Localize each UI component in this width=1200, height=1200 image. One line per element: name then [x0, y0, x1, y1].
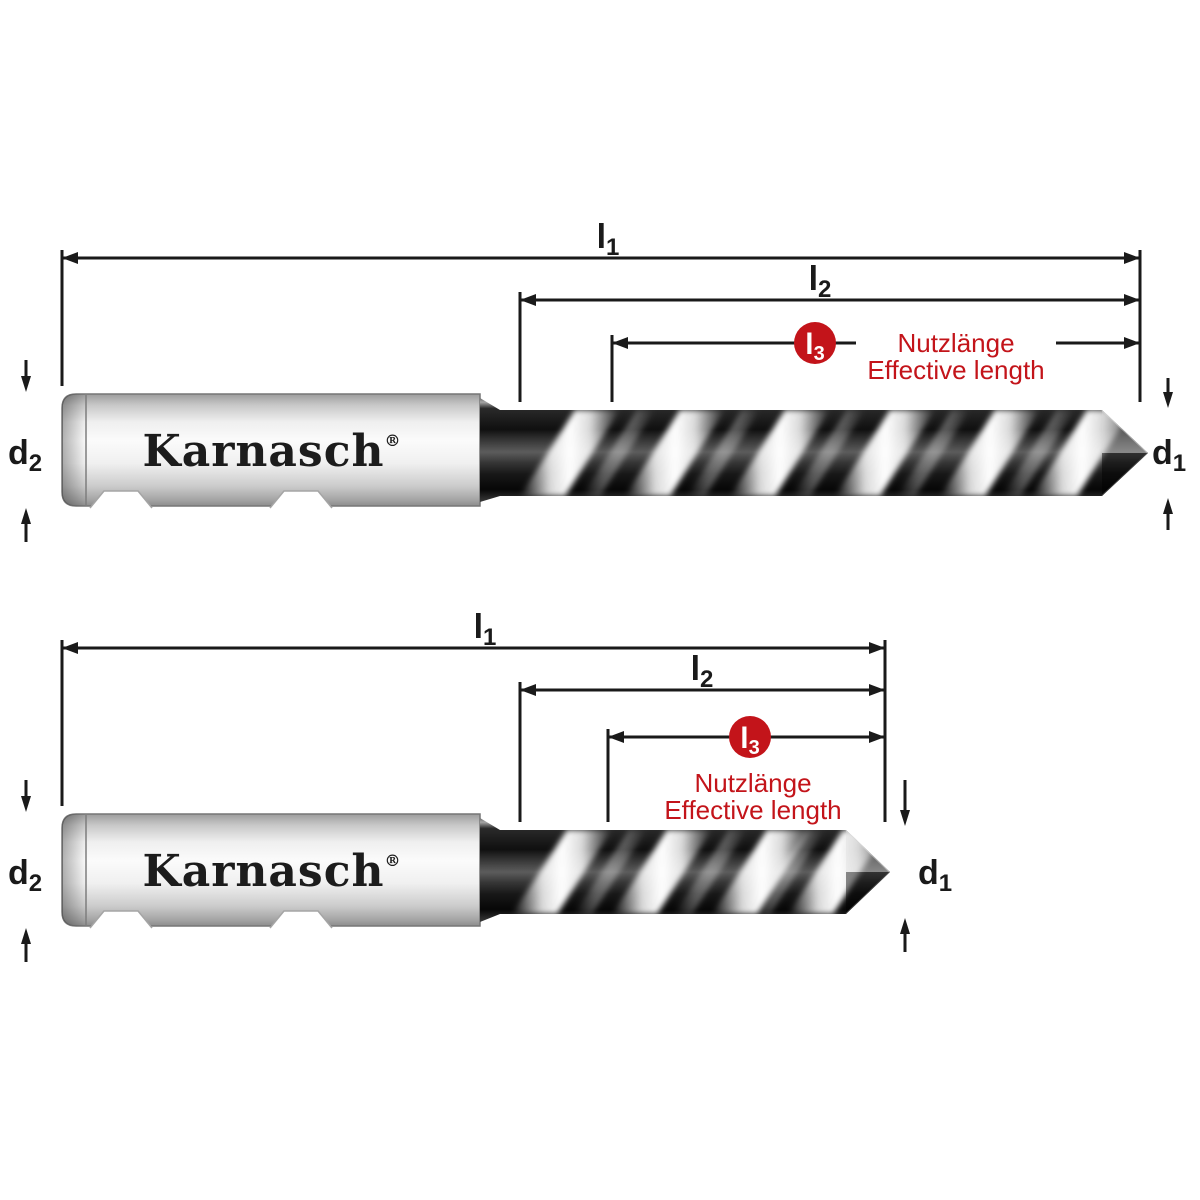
- d2-label-base: d: [8, 434, 29, 472]
- d2-arrow-up-icon: [21, 508, 31, 524]
- l1-label-sub: 1: [483, 624, 496, 651]
- l3-label-sub: 3: [749, 737, 760, 759]
- l3-note-mask: [856, 326, 1056, 386]
- l1-arrow-right-icon: [869, 642, 885, 654]
- l1-arrow-left-icon: [62, 642, 78, 654]
- d2-label: d2: [8, 434, 42, 477]
- d1-label-sub: 1: [939, 870, 952, 897]
- l1-arrow-right-icon: [1124, 252, 1140, 264]
- l3-arrow-left-icon: [608, 731, 624, 743]
- effective-length-note-en: Effective length: [867, 355, 1044, 385]
- dimension-l3-long: l3 Nutzlänge Effective length: [610, 322, 1140, 402]
- d1-label-sub: 1: [1173, 450, 1186, 477]
- shank-chamfer-shading: [62, 394, 86, 506]
- l1-label-sub: 1: [606, 234, 619, 261]
- l2-label: l2: [809, 260, 832, 303]
- brand-logo: Karnasch®: [143, 426, 402, 477]
- l1-arrow-left-icon: [62, 252, 78, 264]
- d2-label-sub: 2: [29, 870, 42, 897]
- dimension-d2-short: d2: [8, 780, 42, 962]
- l3-arrow-left-icon: [612, 337, 628, 349]
- l2-arrow-right-icon: [1124, 294, 1140, 306]
- dimension-d2-long: d2: [8, 360, 42, 542]
- l1-label: l1: [474, 608, 497, 651]
- l3-label-sub: 3: [814, 343, 825, 365]
- l3-badge-label: l3: [805, 328, 824, 365]
- l2-arrow-left-icon: [520, 684, 536, 696]
- dimension-l2-long: l2: [518, 260, 1140, 402]
- shank-chamfer-shading: [62, 814, 86, 926]
- d1-label-base: d: [1152, 434, 1173, 472]
- shank-clamping-notch-2: [269, 910, 333, 929]
- l2-arrow-right-icon: [869, 684, 885, 696]
- l3-badge: l3: [729, 716, 771, 759]
- flute-sheen: [480, 430, 1148, 474]
- l2-label-base: l: [809, 260, 818, 298]
- d2-arrow-up-icon: [21, 928, 31, 944]
- d2-label-sub: 2: [29, 450, 42, 477]
- l3-badge-circle: [729, 716, 771, 758]
- effective-length-note-de: Nutzlänge: [897, 328, 1014, 358]
- l2-arrow-left-icon: [520, 294, 536, 306]
- shank-clamping-notch-2: [269, 490, 333, 509]
- l3-badge: l3: [794, 322, 836, 365]
- l3-arrow-right-icon: [869, 731, 885, 743]
- registered-mark: ®: [385, 431, 402, 450]
- registered-mark: ®: [385, 851, 402, 870]
- l3-arrow-right-icon: [1124, 337, 1140, 349]
- d2-label-base: d: [8, 854, 29, 892]
- d2-arrow-down-icon: [21, 796, 31, 812]
- drill-short-spiral-highlights: [480, 829, 890, 915]
- d1-label-base: d: [918, 854, 939, 892]
- l1-label: l1: [597, 218, 620, 261]
- l2-label-base: l: [691, 650, 700, 688]
- l3-badge-label: l3: [740, 722, 759, 759]
- dimension-l1-long: l1: [60, 218, 1142, 402]
- l2-label-sub: 2: [818, 276, 831, 303]
- d1-arrow-up-icon: [900, 918, 910, 934]
- d1-arrow-down-icon: [1163, 392, 1173, 408]
- effective-length-note-de: Nutzlänge: [694, 768, 811, 798]
- d1-arrow-down-icon: [900, 810, 910, 826]
- drill-short: Karnasch®: [61, 813, 890, 929]
- d2-arrow-down-icon: [21, 376, 31, 392]
- drill-long-spiral-highlights: [480, 409, 1148, 497]
- brand-name: Karnasch: [143, 846, 385, 897]
- d1-arrow-up-icon: [1163, 498, 1173, 514]
- dimension-l1-short: l1: [60, 608, 887, 822]
- dimension-l3-short: l3 Nutzlänge Effective length: [606, 716, 885, 825]
- shank-clamping-notch-1: [89, 490, 153, 509]
- shank-clamping-notch-1: [89, 910, 153, 929]
- brand-logo: Karnasch®: [143, 846, 402, 897]
- d1-label: d1: [918, 854, 952, 897]
- l3-badge-circle: [794, 322, 836, 364]
- drill-long: Karnasch®: [61, 393, 1148, 509]
- flute-sheen: [480, 850, 890, 894]
- dimension-d1-long: d1: [1152, 378, 1186, 530]
- d1-label: d1: [1152, 434, 1186, 477]
- l2-label-sub: 2: [700, 666, 713, 693]
- dimension-l2-short: l2: [518, 650, 885, 822]
- l1-label-base: l: [597, 218, 606, 256]
- l3-label-base: l: [805, 328, 813, 361]
- effective-length-note-en: Effective length: [664, 795, 841, 825]
- figure-drill-short: Karnasch®: [8, 608, 952, 962]
- l3-label-base: l: [740, 722, 748, 755]
- figure-drill-long: Karnasch®: [8, 218, 1186, 542]
- d2-label: d2: [8, 854, 42, 897]
- l1-label-base: l: [474, 608, 483, 646]
- brand-name: Karnasch: [143, 426, 385, 477]
- dimension-d1-short: d1: [900, 780, 952, 952]
- l2-label: l2: [691, 650, 714, 693]
